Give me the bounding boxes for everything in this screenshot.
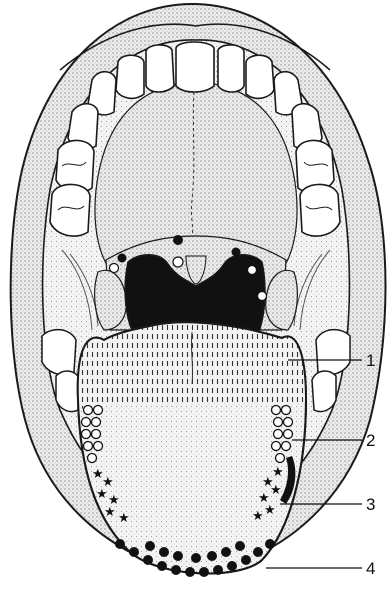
callout-label-2: 2 (366, 431, 375, 450)
callout-label-1: 1 (366, 351, 375, 370)
svg-text:★: ★ (96, 487, 108, 502)
tonsil-circle-left (110, 264, 119, 273)
svg-text:★: ★ (104, 505, 116, 520)
svg-text:★: ★ (270, 483, 282, 498)
svg-text:★: ★ (118, 511, 130, 526)
tonsil-circle-right-2 (258, 292, 267, 301)
svg-text:★: ★ (252, 509, 264, 524)
tonsil-star-left: ★ (128, 261, 139, 275)
svg-text:★: ★ (264, 503, 276, 518)
callout-label-3: 3 (366, 495, 375, 514)
svg-text:★: ★ (272, 465, 284, 480)
palate-circle (173, 257, 183, 267)
tonsil-dot-left (118, 254, 127, 263)
tonsil-dot-right (232, 248, 241, 257)
tonsil-star-right: ★ (240, 257, 251, 271)
palate-dot (173, 235, 183, 245)
callout-label-4: 4 (366, 559, 375, 578)
